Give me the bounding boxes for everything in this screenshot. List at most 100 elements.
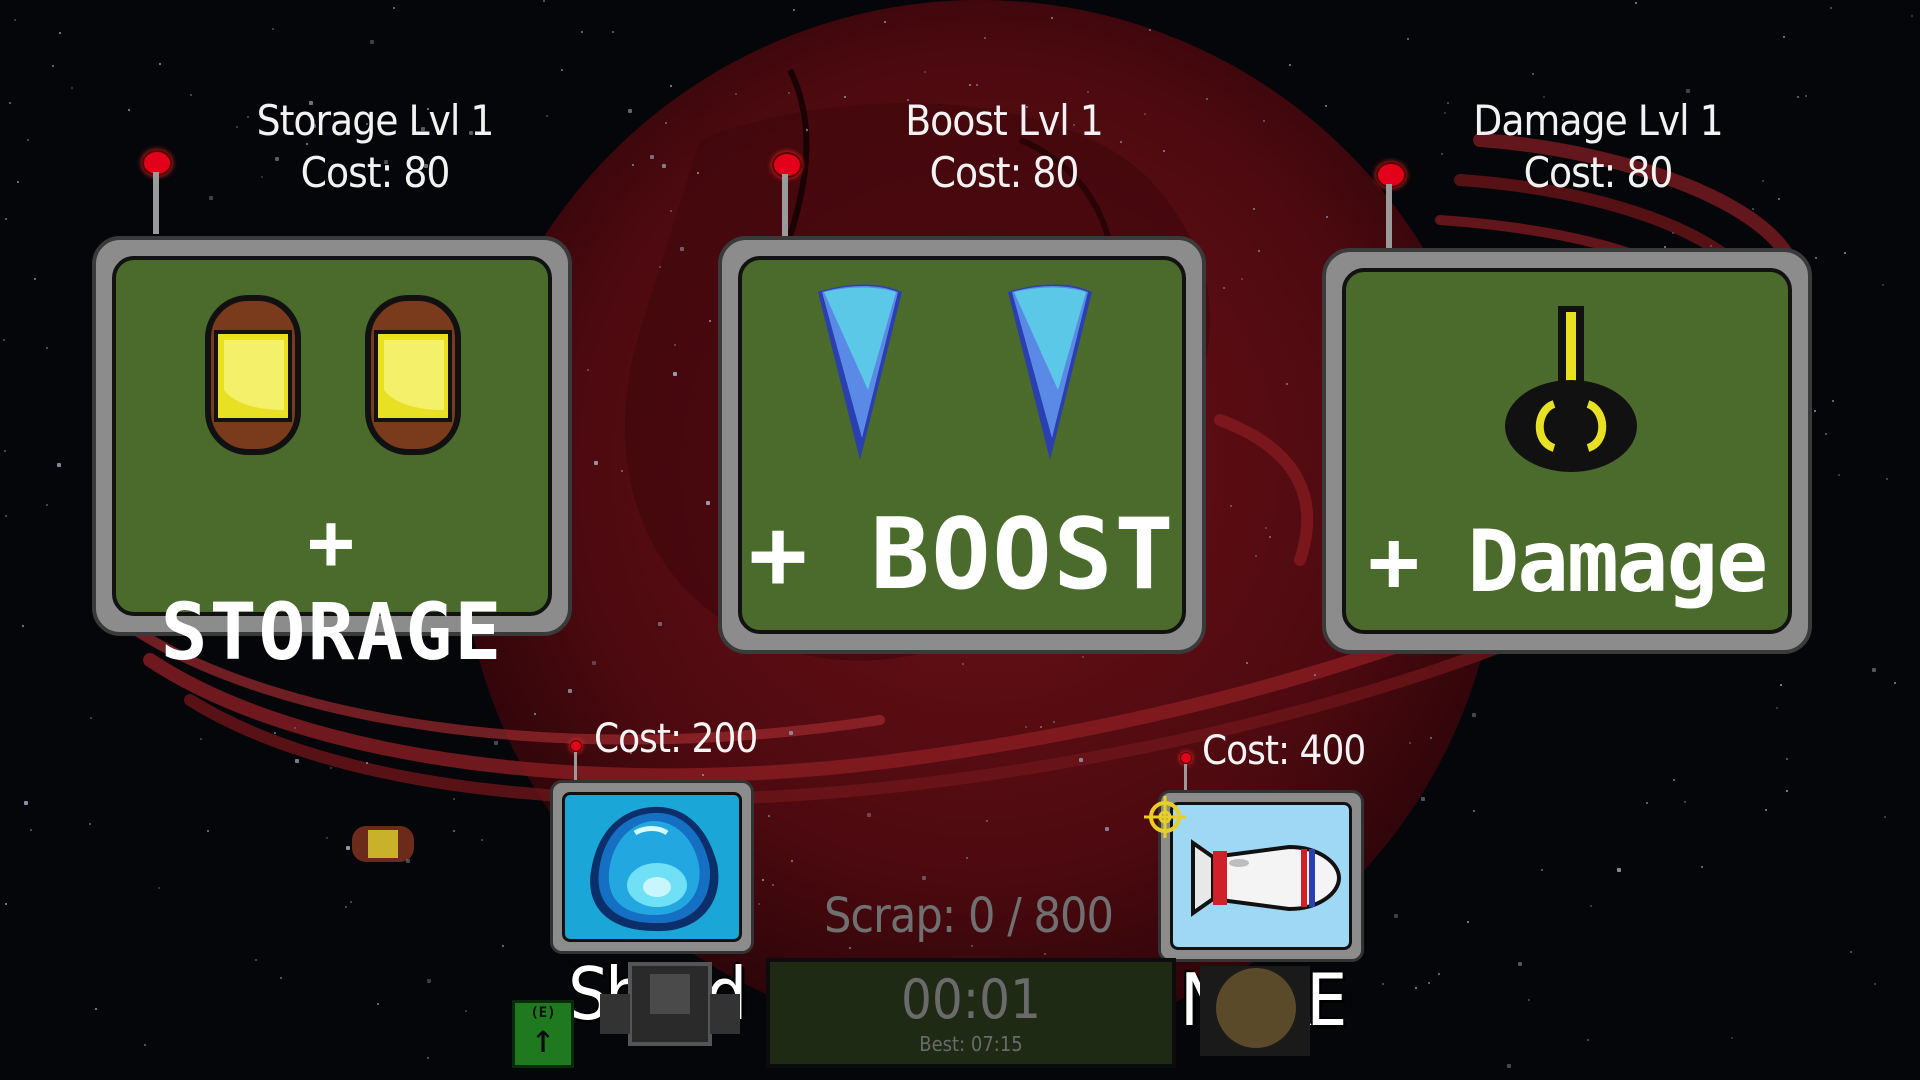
damage-cost-label: Cost: 80 <box>1523 148 1674 197</box>
star <box>986 820 988 822</box>
timer-panel: 00:01 Best: 07:15 <box>766 958 1176 1068</box>
storage-level-label: Storage Lvl 1 <box>256 96 495 145</box>
star <box>1407 38 1409 40</box>
star <box>1314 674 1316 676</box>
star <box>158 887 160 889</box>
crosshair-cursor-icon <box>1144 796 1186 838</box>
star <box>1230 505 1232 507</box>
star <box>1815 257 1817 259</box>
damage-upgrade-button[interactable]: + Damage <box>1342 268 1792 634</box>
star <box>984 37 986 39</box>
star <box>1253 208 1255 210</box>
star <box>1382 983 1384 985</box>
star <box>3 339 5 341</box>
star <box>1053 721 1055 723</box>
star <box>1223 287 1225 289</box>
star <box>651 747 655 751</box>
star <box>1701 866 1703 868</box>
star <box>621 470 623 472</box>
star <box>345 906 347 908</box>
shield-buy-button[interactable] <box>562 792 742 942</box>
star <box>494 741 498 745</box>
star <box>406 859 410 863</box>
star <box>1430 737 1432 739</box>
star <box>1646 802 1648 804</box>
star <box>1590 905 1592 907</box>
star <box>561 69 563 71</box>
star <box>594 461 598 465</box>
star <box>791 860 793 862</box>
star <box>14 19 16 21</box>
shield-bubble-icon <box>590 806 719 932</box>
star <box>1874 983 1876 985</box>
star <box>768 815 770 817</box>
star <box>4 450 6 452</box>
star <box>867 813 871 817</box>
fuel-canister-icon <box>205 295 461 455</box>
star <box>546 115 548 117</box>
star <box>630 752 632 754</box>
nuke-buy-button[interactable] <box>1170 802 1352 950</box>
cannon-icon <box>1505 306 1637 472</box>
star <box>209 196 213 200</box>
star <box>969 84 971 86</box>
storage-cost-label: Cost: 80 <box>300 148 451 197</box>
star <box>1617 868 1621 872</box>
star <box>1532 73 1534 75</box>
star <box>1206 98 1208 100</box>
star <box>1780 684 1782 686</box>
star <box>1415 987 1417 989</box>
star <box>1246 662 1248 664</box>
antenna-pole <box>574 752 577 780</box>
star <box>190 94 192 96</box>
star <box>309 101 313 105</box>
star <box>207 830 209 832</box>
star <box>706 501 710 505</box>
star <box>159 63 161 65</box>
star <box>1783 36 1785 38</box>
antenna-pole <box>153 172 159 234</box>
up-arrow-icon: ↑ <box>530 1016 556 1062</box>
star <box>922 876 926 880</box>
star <box>762 879 764 881</box>
star <box>709 320 711 322</box>
storage-upgrade-label: + STORAGE <box>160 498 504 678</box>
interact-key-label: (E) <box>530 1005 556 1021</box>
shield-cost-label: Cost: 200 <box>594 716 758 762</box>
star <box>1441 153 1443 155</box>
star <box>255 959 257 961</box>
star <box>793 9 795 11</box>
star <box>247 116 249 118</box>
boost-upgrade-button[interactable]: + BOOST <box>738 256 1186 634</box>
star <box>1079 758 1083 762</box>
interact-key-prompt[interactable]: (E) ↑ <box>512 1000 574 1068</box>
star <box>924 71 926 73</box>
star <box>1776 707 1778 709</box>
star <box>24 801 28 805</box>
star <box>1786 758 1788 760</box>
star <box>46 347 48 349</box>
star <box>1752 208 1754 210</box>
star <box>370 40 374 44</box>
thruster-flame-icon <box>818 284 1092 460</box>
star <box>592 661 596 665</box>
star <box>34 278 36 280</box>
damage-level-label: Damage Lvl 1 <box>1473 96 1723 145</box>
star <box>1394 914 1398 918</box>
star <box>1444 112 1446 114</box>
antenna-light <box>142 150 172 176</box>
star <box>1073 124 1075 126</box>
star <box>1326 216 1328 218</box>
star <box>1120 141 1122 143</box>
star <box>27 139 29 141</box>
star <box>1105 827 1109 831</box>
star <box>1241 278 1243 280</box>
star <box>788 92 790 94</box>
boost-cost-label: Cost: 80 <box>929 148 1080 197</box>
storage-upgrade-button[interactable]: + STORAGE <box>112 256 552 678</box>
star <box>1844 252 1846 254</box>
star <box>1051 17 1053 19</box>
scrap-counter: Scrap: 0 / 800 <box>824 888 1114 944</box>
star <box>1467 921 1469 923</box>
star <box>90 717 92 719</box>
